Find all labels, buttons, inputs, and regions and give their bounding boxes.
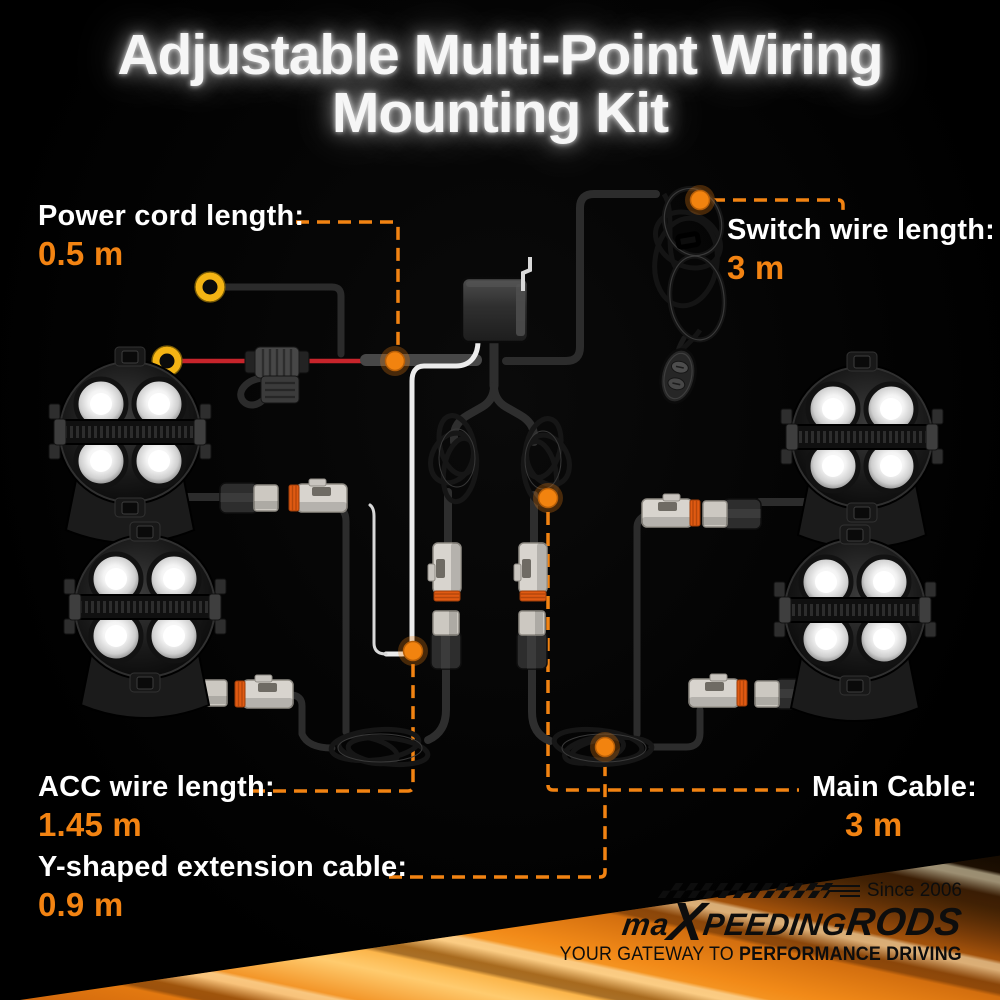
y-cable-label: Y-shaped extension cable: <box>38 851 408 883</box>
relay-box <box>460 257 532 344</box>
main-cable-dot <box>533 483 563 513</box>
callout-main-cable: Main Cable: 3 m <box>812 771 977 844</box>
callout-acc-wire: ACC wire length: 1.45 m <box>38 771 275 844</box>
acc-wire-label: ACC wire length: <box>38 771 275 803</box>
left-drop-coil <box>428 413 480 505</box>
switch-wire <box>502 190 660 365</box>
right-y-extension-coil <box>551 726 655 768</box>
switch-wire-leader <box>712 198 845 214</box>
power-cord-label: Power cord length: <box>38 200 305 232</box>
y-cable-dot <box>590 732 620 762</box>
title-line-1: Adjustable Multi-Point Wiring <box>117 23 883 87</box>
callout-switch-wire: Switch wire length: 3 m <box>727 214 995 287</box>
pod-light-bottom-right <box>774 525 936 721</box>
switch-wire-value: 3 m <box>727 249 785 287</box>
title-line-2: Mounting Kit <box>331 81 669 146</box>
power-cord-value: 0.5 m <box>38 235 124 273</box>
pod-light-top-left <box>49 347 211 543</box>
fuse-holder <box>237 346 310 409</box>
brand-logo: Since 2006 maXpeedingRODS YOUR GATEWAY T… <box>560 880 965 966</box>
y-cable-leader <box>389 760 607 879</box>
acc-wire-value: 1.45 m <box>38 806 142 844</box>
leader-lines <box>252 198 845 879</box>
brand-wordmark: maXpeedingRODS <box>620 892 966 952</box>
acc-wire-tip <box>368 503 388 656</box>
wordmark-rods: RODS <box>844 901 965 944</box>
relay-clip-wire <box>521 257 532 291</box>
main-cable-value: 3 m <box>845 806 903 844</box>
main-cable-leader <box>546 512 799 792</box>
switch-wire-dot <box>685 185 715 215</box>
tagline-regular: YOUR GATEWAY TO <box>559 944 740 965</box>
wordmark-ma: ma <box>620 907 673 942</box>
main-cable-label: Main Cable: <box>812 771 977 803</box>
measure-dots <box>380 185 715 762</box>
acc-wire-leader <box>252 664 415 793</box>
switch-remote <box>659 348 697 404</box>
ring-terminal-black <box>194 271 226 303</box>
switch-wire-label: Switch wire length: <box>727 214 996 246</box>
callout-power-cord: Power cord length: 0.5 m <box>38 200 304 273</box>
y-cable-value: 0.9 m <box>38 886 124 924</box>
tagline-bold: PERFORMANCE DRIVING <box>739 944 962 965</box>
pod-light-top-right <box>781 352 943 548</box>
callout-y-cable: Y-shaped extension cable: 0.9 m <box>38 851 407 924</box>
brand-tagline: YOUR GATEWAY TO PERFORMANCE DRIVING <box>560 944 962 966</box>
since-row: Since 2006 <box>815 880 962 902</box>
page-title: Adjustable Multi-Point Wiring Mounting K… <box>0 26 1000 142</box>
speed-lines-icon <box>815 885 860 897</box>
acc-wire-dot <box>398 636 428 666</box>
since-text: Since 2006 <box>866 880 962 901</box>
battery-black-wire <box>219 283 345 358</box>
wordmark-peeding: peeding <box>701 907 850 942</box>
pod-light-bottom-left <box>64 522 226 718</box>
left-y-extension-coil <box>328 726 431 768</box>
power-cord-dot <box>380 346 410 376</box>
